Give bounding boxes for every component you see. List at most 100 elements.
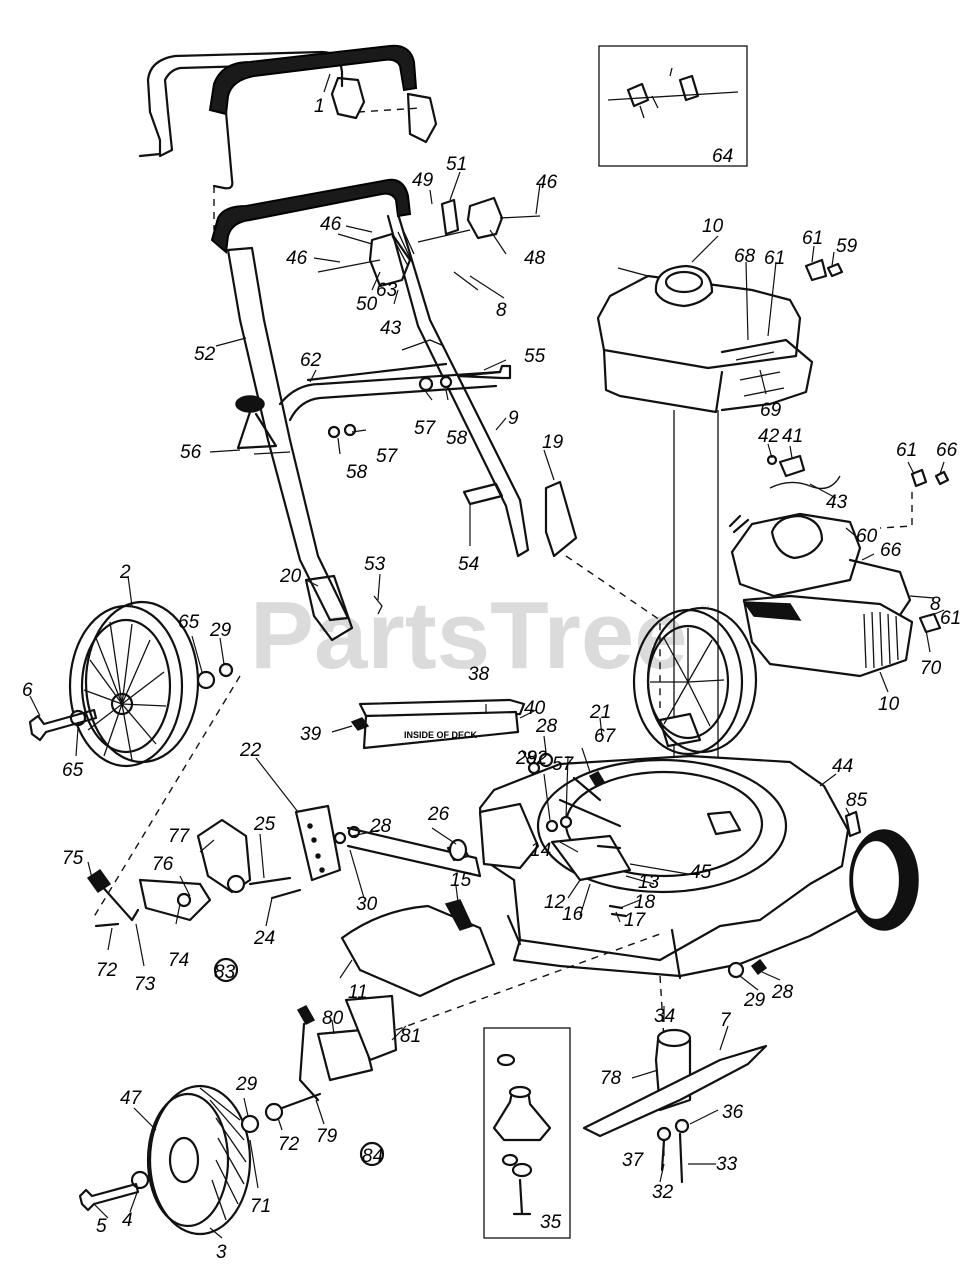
- leader-lines: [29, 73, 945, 1239]
- callout-72-left: 72: [96, 960, 118, 981]
- callout-28-adjuster: 28: [369, 816, 392, 837]
- callout-43-engine: 43: [826, 492, 848, 513]
- callout-8-engine: 8: [930, 594, 941, 615]
- callout-46-mid: 46: [320, 214, 342, 235]
- callout-71: 71: [250, 1196, 271, 1217]
- callout-9: 9: [508, 408, 519, 429]
- inside-of-deck-label: INSIDE OF DECK: [404, 730, 478, 740]
- callout-35: 35: [540, 1212, 562, 1233]
- callout-30: 30: [356, 894, 378, 915]
- callout-26: 26: [427, 804, 450, 825]
- callout-19: 19: [542, 432, 564, 453]
- callout-21: 21: [589, 702, 611, 723]
- callout-57-deck: 57: [552, 754, 575, 775]
- callout-29-rear: 29: [209, 620, 232, 641]
- callout-61-bottom: 61: [940, 608, 961, 629]
- callout-28-deck: 28: [535, 716, 558, 737]
- mower-deck: [478, 712, 864, 980]
- callout-75: 75: [62, 848, 84, 869]
- upper-handle-assembly: [138, 44, 438, 230]
- callout-40: 40: [524, 698, 546, 719]
- callout-15: 15: [450, 870, 472, 891]
- callout-65-bottom: 65: [62, 760, 84, 781]
- callout-37: 37: [622, 1150, 645, 1171]
- callout-78: 78: [600, 1068, 622, 1089]
- callout-41: 41: [782, 426, 803, 447]
- callout-51: 51: [446, 154, 467, 175]
- callout-67: 67: [594, 726, 617, 747]
- callout-43-handle: 43: [380, 318, 402, 339]
- callout-68: 68: [734, 246, 756, 267]
- callout-58-mid: 58: [346, 462, 368, 483]
- callout-61-mid: 61: [764, 248, 785, 269]
- callout-47: 47: [120, 1088, 143, 1109]
- callout-5: 5: [96, 1216, 107, 1237]
- callout-55: 55: [524, 346, 546, 367]
- callout-79: 79: [316, 1126, 338, 1147]
- inset-box-64: [598, 45, 748, 167]
- callout-34: 34: [654, 1006, 675, 1027]
- callout-46-low: 46: [286, 248, 308, 269]
- callout-59: 59: [836, 236, 858, 257]
- callout-32: 32: [652, 1182, 674, 1203]
- callout-83: 83: [214, 962, 236, 983]
- callout-56: 56: [180, 442, 202, 463]
- callout-44: 44: [832, 756, 853, 777]
- callout-17: 17: [624, 910, 647, 931]
- callout-57-mid: 57: [376, 446, 399, 467]
- callout-70: 70: [920, 658, 942, 679]
- callout-54: 54: [458, 554, 479, 575]
- front-wheel-84: [78, 933, 661, 1236]
- front-wheel-behind-deck: [632, 606, 758, 756]
- callout-39: 39: [300, 724, 322, 745]
- deck-fasteners: [527, 752, 768, 979]
- deck-guard-38: INSIDE OF DECK: [350, 698, 526, 750]
- callout-14: 14: [530, 840, 551, 861]
- inset-box-35: [483, 1027, 571, 1239]
- callout-24: 24: [253, 928, 275, 949]
- callout-72-front: 72: [278, 1134, 300, 1155]
- callout-12: 12: [544, 892, 566, 913]
- callout-22: 22: [239, 740, 262, 761]
- callout-53: 53: [364, 554, 386, 575]
- callout-10-top: 10: [702, 216, 724, 237]
- callout-42: 42: [758, 426, 780, 447]
- callout-3: 3: [216, 1242, 227, 1263]
- callout-66-right: 66: [936, 440, 958, 461]
- callout-57-top: 57: [414, 418, 437, 439]
- callout-49: 49: [412, 170, 434, 191]
- callout-2: 2: [119, 562, 131, 583]
- engine-top: [596, 258, 844, 830]
- handle-hardware: [235, 196, 578, 642]
- callout-74: 74: [168, 950, 189, 971]
- callout-81: 81: [400, 1026, 421, 1047]
- deck-right-wheel: [844, 810, 919, 931]
- callout-16: 16: [562, 904, 584, 925]
- callout-61-right: 61: [896, 440, 917, 461]
- callout-18: 18: [634, 892, 656, 913]
- callout-58-top: 58: [446, 428, 468, 449]
- callout-38: 38: [468, 664, 490, 685]
- callout-52: 52: [194, 344, 216, 365]
- callout-82: 82: [526, 748, 548, 769]
- rear-discharge-parts: [340, 838, 496, 998]
- callout-7: 7: [720, 1010, 732, 1031]
- callout-60: 60: [856, 526, 878, 547]
- engine-side: [728, 512, 942, 678]
- callout-80: 80: [322, 1008, 344, 1029]
- callout-50: 50: [356, 294, 378, 315]
- callout-84: 84: [362, 1146, 383, 1167]
- callouts: 1 2 3 4 5 6 7 8 8 9 10 10 11 12 13 14 15…: [22, 96, 961, 1263]
- callout-85: 85: [846, 790, 868, 811]
- callout-62: 62: [300, 350, 322, 371]
- callout-46-top: 46: [536, 172, 558, 193]
- bracket-guide-line: [565, 555, 661, 708]
- callout-65-top: 65: [178, 612, 200, 633]
- callout-6: 6: [22, 680, 33, 701]
- callout-48: 48: [524, 248, 546, 269]
- callout-11: 11: [348, 982, 368, 1003]
- callout-29-deck: 29: [515, 748, 538, 769]
- watermark-trademark: ™: [700, 604, 710, 615]
- watermark: PartsTree: [250, 582, 688, 689]
